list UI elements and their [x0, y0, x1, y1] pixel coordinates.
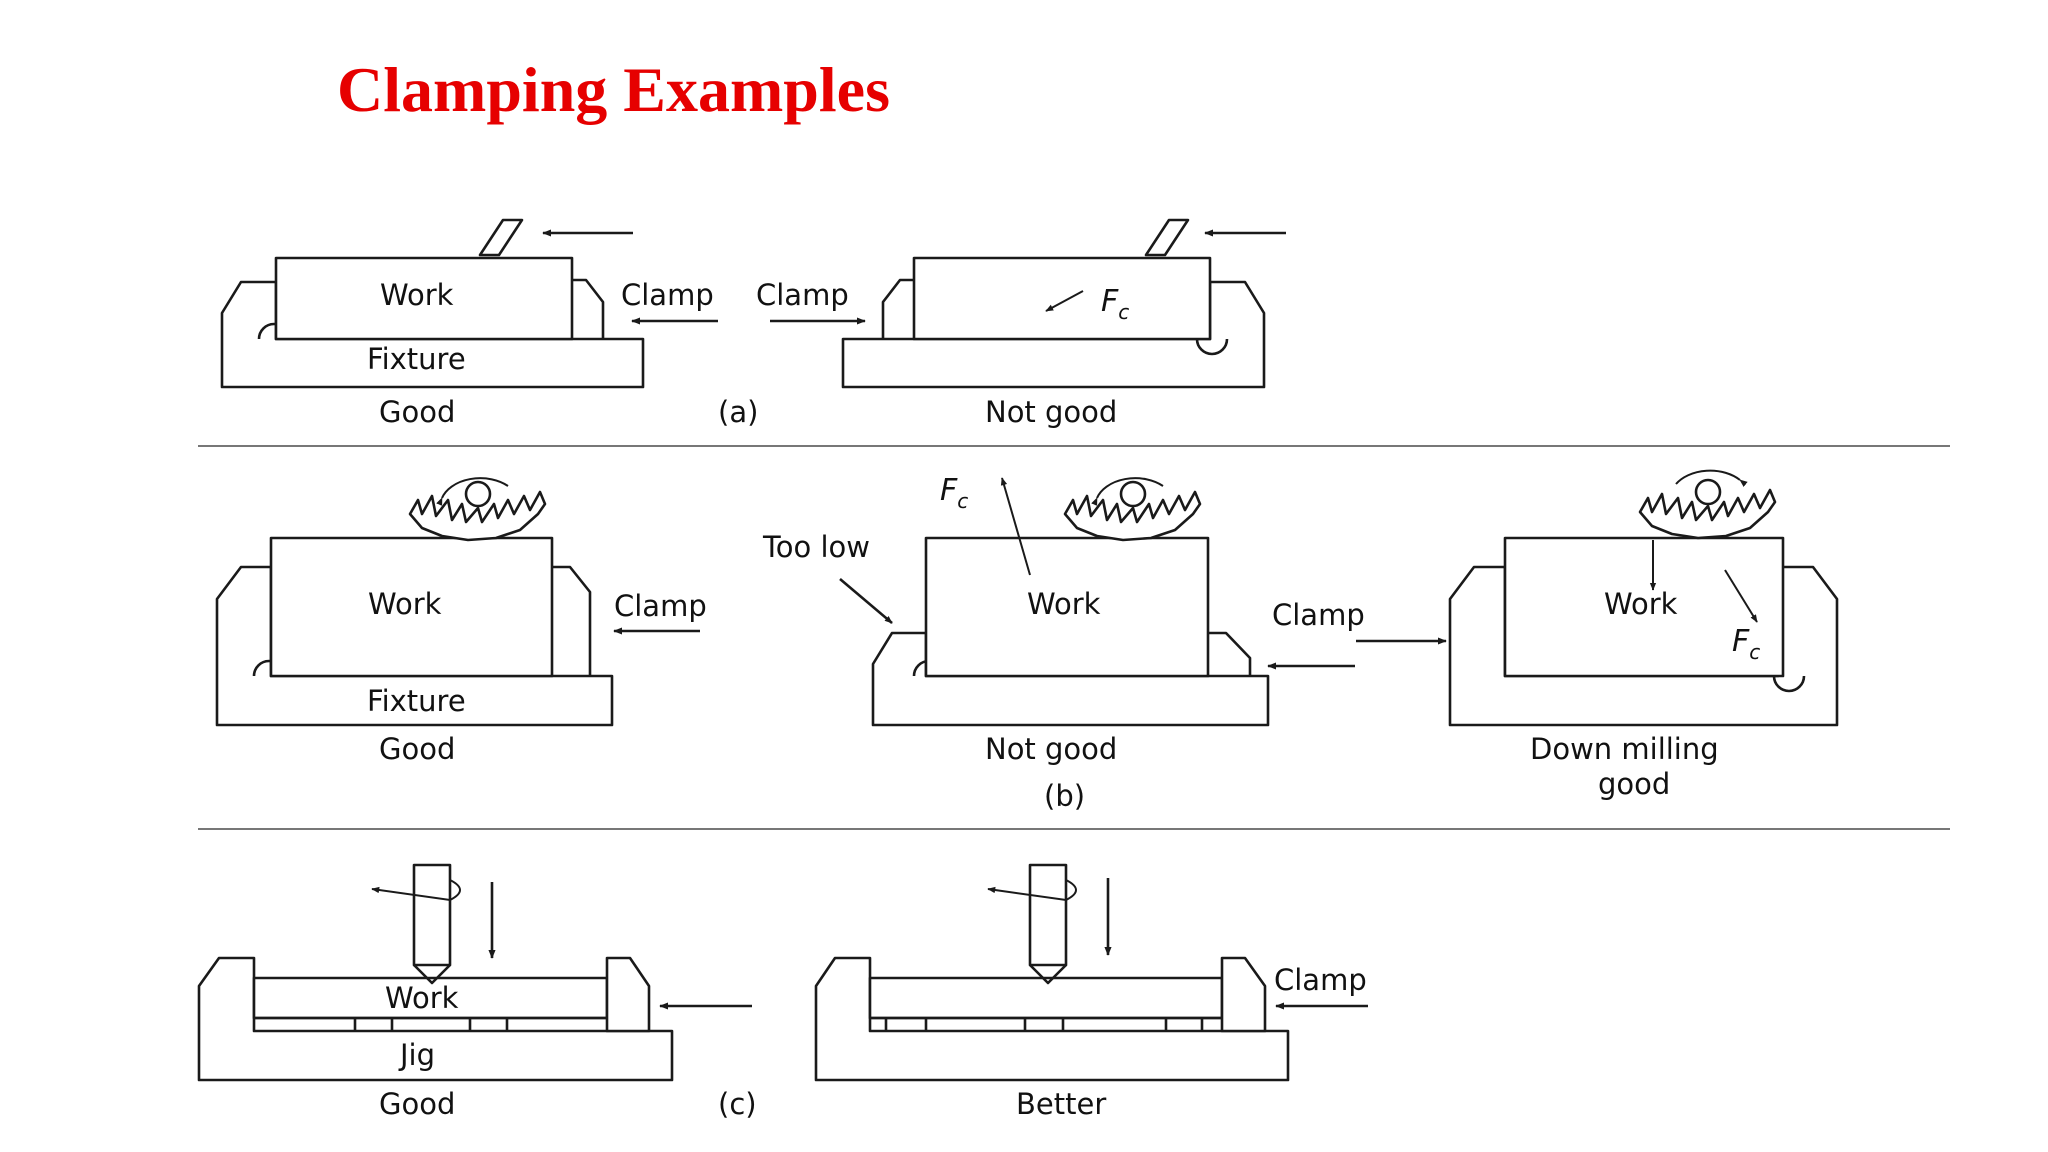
- verdict-label-line1: Down milling: [1530, 732, 1719, 766]
- fixture-b-good: Work Fixture Clamp Good: [215, 477, 707, 766]
- work-piece: [924, 536, 1210, 678]
- fixture-label: Fixture: [367, 342, 466, 376]
- fixture-a-good: Work Fixture Clamp Good: [220, 218, 718, 429]
- verdict-label: Better: [1016, 1087, 1106, 1121]
- verdict-label: Not good: [985, 395, 1117, 429]
- fixture-label: Fixture: [367, 684, 466, 718]
- drill-bit: [371, 863, 461, 985]
- cutting-force-arrow: [1045, 290, 1084, 312]
- milling-cutter: [1063, 477, 1202, 542]
- verdict-label-line2: good: [1598, 767, 1670, 801]
- too-low-label: Too low: [762, 530, 870, 564]
- verdict-label: Good: [379, 395, 455, 429]
- clamp-jaw: [1208, 631, 1252, 676]
- verdict-label: Not good: [985, 732, 1117, 766]
- clamp-label: Clamp: [756, 278, 849, 312]
- clamp-jaw: [881, 278, 914, 339]
- cutting-tool: [478, 218, 524, 257]
- work-piece: [912, 256, 1212, 341]
- cutting-tool: [1144, 218, 1190, 257]
- clamp-label: Clamp: [614, 589, 707, 623]
- jig-label: Jig: [398, 1038, 435, 1072]
- cutting-force-arrow: [1724, 569, 1758, 623]
- work-piece: [868, 976, 1224, 1020]
- work-piece: [274, 256, 574, 341]
- cutting-force-arrow: [1000, 477, 1031, 576]
- support-pin: [1772, 675, 1806, 693]
- work-piece: [269, 536, 554, 678]
- milling-cutter: [1638, 469, 1777, 540]
- work-label: Work: [385, 981, 459, 1015]
- work-label: Work: [1604, 587, 1678, 621]
- section-caption: (a): [718, 395, 758, 429]
- fixture-a-not-good: Fc Clamp Not good: [756, 218, 1286, 429]
- section-a: Work Fixture Clamp Good (a) Fc Clamp Not…: [220, 218, 1286, 429]
- clamp-label: Clamp: [1274, 963, 1367, 997]
- clamp-jaw: [552, 565, 592, 676]
- work-label: Work: [368, 587, 442, 621]
- work-piece: [1503, 536, 1785, 678]
- fixture-b-down-milling: Clamp Fc Work Down milling good: [1272, 469, 1839, 801]
- verdict-label: Good: [379, 1087, 455, 1121]
- support-pin: [1195, 338, 1229, 356]
- drill-bit: [987, 863, 1077, 985]
- section-caption: (c): [718, 1087, 757, 1121]
- section-c: Work Jig Good (c) Clamp Better: [197, 863, 1368, 1121]
- milling-cutter: [408, 477, 547, 542]
- clamp-label: Clamp: [1272, 598, 1365, 632]
- cutting-force-label: Fc: [1732, 624, 1760, 664]
- section-b: Work Fixture Clamp Good Fc Too low Work …: [215, 469, 1839, 813]
- too-low-arrow: [839, 578, 893, 624]
- clamp-jaw: [1220, 956, 1267, 1033]
- clamp-jaw: [572, 278, 605, 339]
- clamp-jaw: [605, 956, 651, 1033]
- clamp-label: Clamp: [621, 278, 714, 312]
- verdict-label: Good: [379, 732, 455, 766]
- section-caption: (b): [1044, 779, 1085, 813]
- fixture-b-not-good: Fc Too low Work Not good: [762, 473, 1355, 766]
- cutting-force-label: Fc: [940, 473, 968, 513]
- page-title: Clamping Examples: [337, 54, 890, 125]
- work-label: Work: [380, 278, 454, 312]
- jig-c-better: Clamp Better: [814, 863, 1368, 1121]
- cutting-force-label: Fc: [1101, 284, 1129, 324]
- work-label: Work: [1027, 587, 1101, 621]
- jig-c-good: Work Jig Good: [197, 863, 752, 1121]
